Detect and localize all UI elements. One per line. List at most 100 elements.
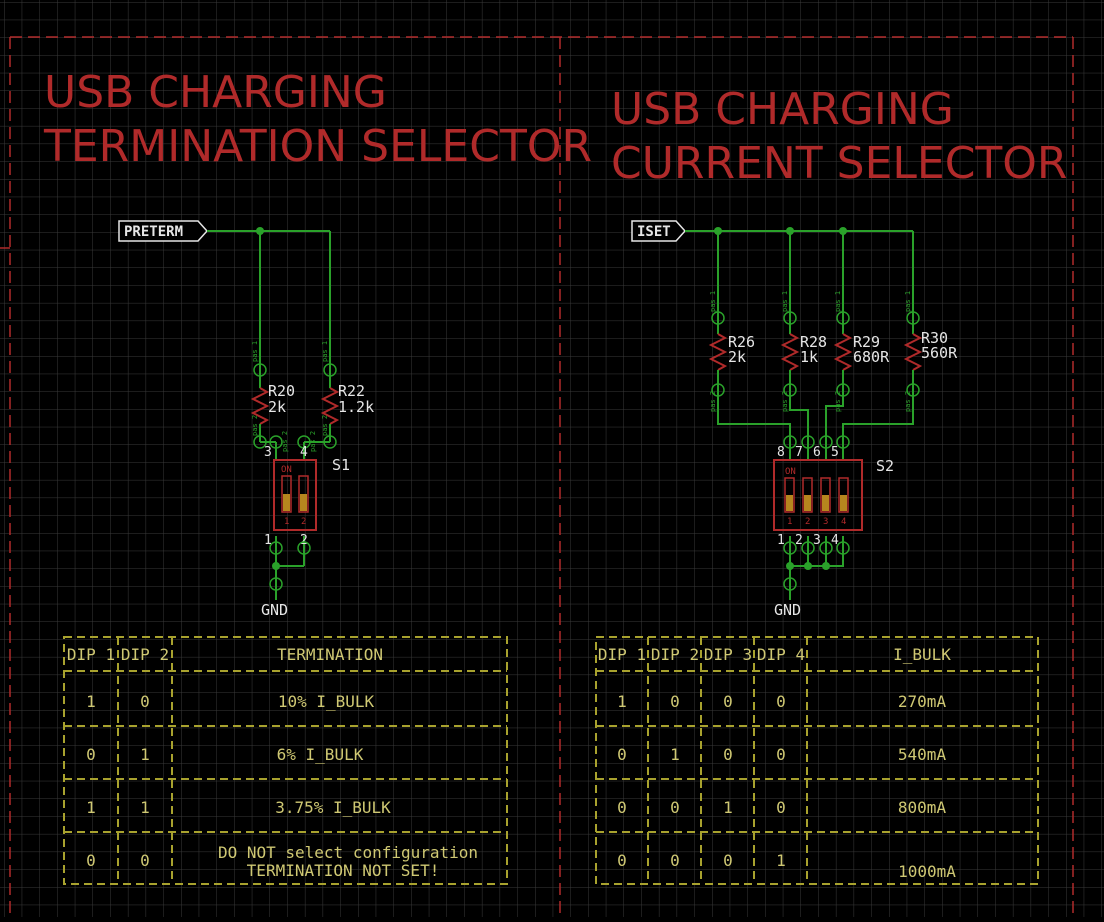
iset-port[interactable]: ISET	[631, 220, 687, 242]
r22-value: 1.2k	[338, 398, 374, 416]
r26-pin1-label: pas 1	[709, 291, 717, 312]
resistor-r30[interactable]: pas 1 pas 2 R30 560R	[903, 291, 958, 412]
s2-on-label: ON	[785, 467, 796, 477]
s2-dip-num-2: 2	[805, 517, 810, 527]
r30-pin2-label: pas 2	[904, 391, 912, 412]
left-r4-c3-line1: DO NOT select configuration	[218, 843, 478, 862]
r22-pin2-label: pas 2	[321, 415, 329, 436]
right-th-ibulk: I_BULK	[893, 645, 951, 664]
s1-pin-bottom-1: 1	[264, 533, 272, 548]
s2-pin-bottom-3: 3	[813, 533, 821, 548]
s2-pin-top-7: 7	[795, 445, 803, 460]
right-th-dip4: DIP 4	[757, 645, 805, 664]
termination-selector-block: USB CHARGING TERMINATION SELECTOR PRETER…	[43, 67, 592, 885]
left-r1-c2: 0	[140, 692, 150, 711]
r26-ref: R26	[728, 333, 755, 351]
s2-pin-bottom-2: 2	[795, 533, 803, 548]
right-th-dip2: DIP 2	[651, 645, 699, 664]
r20-pin2-label: pas 2	[251, 415, 259, 436]
right-title-line2: CURRENT SELECTOR	[611, 138, 1068, 189]
r28-pin1-label: pas 1	[781, 291, 789, 312]
right-r1-c5: 270mA	[898, 692, 947, 711]
resistor-r22[interactable]: pas 1 pas 2 R22 1.2k	[320, 341, 374, 449]
left-r3-c2: 1	[140, 798, 150, 817]
resistor-r29[interactable]: pas 1 pas 2 R29 680R	[833, 291, 890, 412]
resistor-r28[interactable]: pas 1 pas 2 R28 1k	[780, 291, 827, 412]
resistor-r26[interactable]: pas 1 pas 2 R26 2k	[708, 291, 755, 412]
right-r2-c1: 0	[617, 745, 627, 764]
sheet-frame	[0, 36, 1074, 917]
resistor-r20[interactable]: pas 1 pas 2 R20 2k	[250, 341, 295, 449]
right-r1-c1: 1	[617, 692, 627, 711]
s1-ref: S1	[332, 456, 350, 474]
left-r2-c3: 6% I_BULK	[277, 745, 364, 764]
s2-dip-num-3: 3	[823, 517, 828, 527]
right-r4-c3: 0	[723, 851, 733, 870]
preterm-port-label: PRETERM	[124, 224, 183, 240]
r28-ref: R28	[800, 333, 827, 351]
s1-pin-top-1: 3	[264, 445, 272, 460]
s1-dip-num-1: 1	[284, 517, 289, 527]
right-th-dip3: DIP 3	[704, 645, 752, 664]
right-title-line1: USB CHARGING	[611, 84, 954, 135]
right-r3-c5: 800mA	[898, 798, 947, 817]
left-title-line2: TERMINATION SELECTOR	[43, 121, 592, 172]
r28-value: 1k	[800, 348, 818, 366]
left-th-dip2: DIP 2	[121, 645, 169, 664]
left-r3-c3: 3.75% I_BULK	[275, 798, 391, 817]
left-r4-c1: 0	[86, 851, 96, 870]
right-r2-c5: 540mA	[898, 745, 947, 764]
left-r4-c2: 0	[140, 851, 150, 870]
s2-dip-num-4: 4	[841, 517, 846, 527]
s1-pin-label-a: pas 2	[281, 431, 289, 452]
s2-pin-bottom-1: 1	[777, 533, 785, 548]
r29-ref: R29	[853, 333, 880, 351]
left-r4-c3-line2: TERMINATION NOT SET!	[247, 861, 440, 880]
r28-pin2-label: pas 2	[781, 391, 789, 412]
current-table: DIP 1 DIP 2 DIP 3 DIP 4 I_BULK 1 0 0 0 2…	[595, 636, 1039, 885]
right-r1-c3: 0	[723, 692, 733, 711]
left-th-termination: TERMINATION	[277, 645, 383, 664]
dip-switch-s2[interactable]: 8 7 6 5 ON 1 2 3 4 1 2 3 4 S2	[773, 435, 894, 555]
right-r4-c5: 1000mA	[898, 862, 956, 881]
r29-pin1-label: pas 1	[834, 291, 842, 312]
left-r3-c1: 1	[86, 798, 96, 817]
current-selector-block: USB CHARGING CURRENT SELECTOR ISET	[595, 84, 1068, 885]
s1-pin-top-2: 4	[300, 445, 308, 460]
right-th-dip1: DIP 1	[598, 645, 646, 664]
right-r1-c2: 0	[670, 692, 680, 711]
right-r3-c1: 0	[617, 798, 627, 817]
left-r1-c1: 1	[86, 692, 96, 711]
right-r4-c1: 0	[617, 851, 627, 870]
right-r2-c4: 0	[776, 745, 786, 764]
gnd-right[interactable]: GND	[774, 577, 801, 619]
s1-pin-label-b: pas 2	[309, 431, 317, 452]
r26-pin2-label: pas 2	[709, 391, 717, 412]
gnd-right-label: GND	[774, 601, 801, 619]
iset-port-label: ISET	[637, 224, 671, 240]
r30-value: 560R	[921, 344, 958, 362]
right-r2-c2: 1	[670, 745, 680, 764]
r20-pin1-label: pas 1	[251, 341, 259, 362]
gnd-left[interactable]: GND	[261, 577, 288, 619]
r29-pin2-label: pas 2	[834, 391, 842, 412]
left-r2-c2: 1	[140, 745, 150, 764]
right-wires	[685, 227, 914, 600]
r26-value: 2k	[728, 348, 746, 366]
s2-pin-top-6: 6	[813, 445, 821, 460]
dip-switch-s1[interactable]: pas 2 pas 2 3 4 ON 1 2 1 2 S1	[264, 431, 350, 555]
s2-pin-top-5: 5	[831, 445, 839, 460]
preterm-port[interactable]: PRETERM	[118, 220, 209, 242]
left-wires	[207, 227, 331, 600]
termination-table: DIP 1 DIP 2 TERMINATION 1 0 10% I_BULK 0…	[63, 636, 508, 885]
r30-ref: R30	[921, 329, 948, 347]
right-r4-c4: 1	[776, 851, 786, 870]
s2-dip-num-1: 1	[787, 517, 792, 527]
s2-ref: S2	[876, 457, 894, 475]
right-r3-c3: 1	[723, 798, 733, 817]
s2-pin-bottom-4: 4	[831, 533, 839, 548]
r20-ref: R20	[268, 382, 295, 400]
